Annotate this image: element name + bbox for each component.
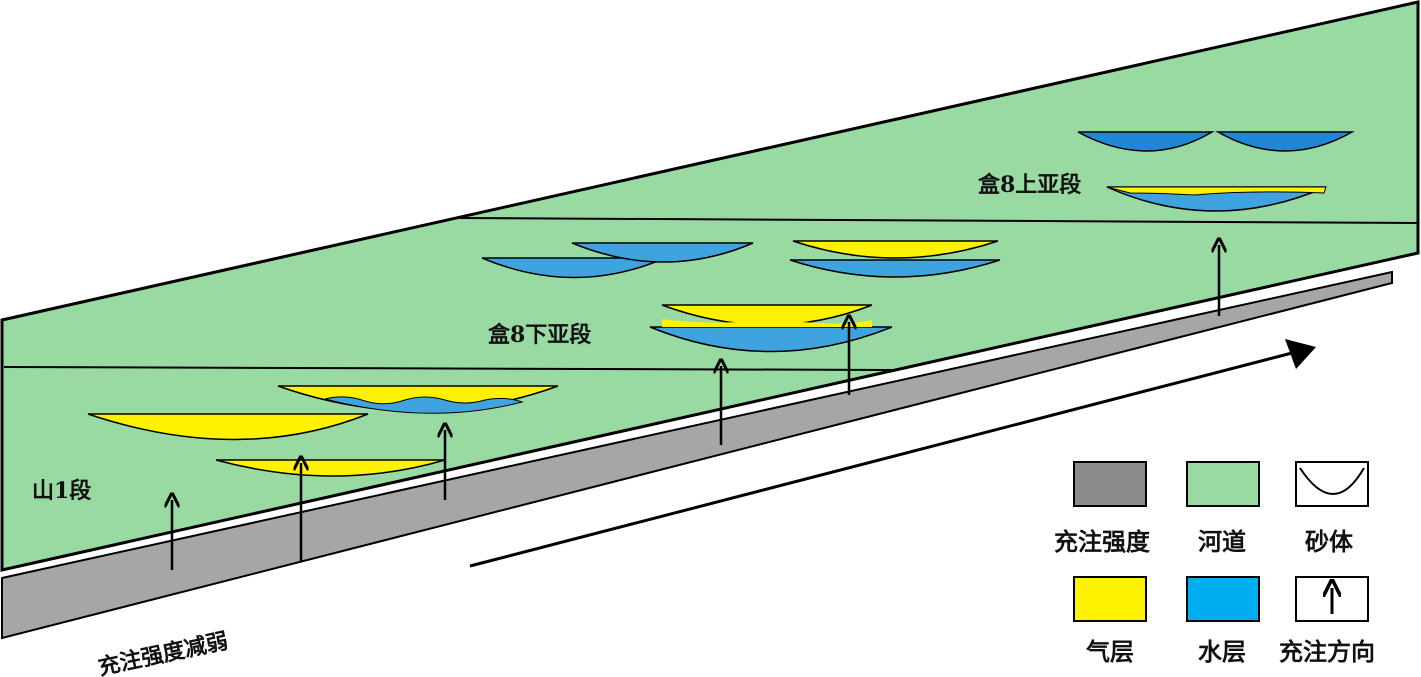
legend-swatch-channel [1186,461,1260,507]
sandbody-gas-top [662,319,872,327]
legend-label-intensity: 充注强度 [1054,527,1150,556]
sandbody-gas [792,240,999,259]
sandbody-water [789,259,1001,278]
sandbody-gas-top [1106,186,1327,196]
legend-label-direction: 充注方向 [1279,637,1375,666]
sandbody-water [649,326,893,353]
charging-intensity-base [0,270,1393,640]
intensity-direction-arrowhead [1285,339,1316,369]
sandbody-gas [87,413,369,441]
label-he8-upper: 盒8上亚段 [977,172,1081,198]
sandbody-icon [1299,467,1365,495]
he8-boundary-line [454,217,1419,224]
legend-label-water: 水层 [1198,637,1246,666]
channel-slab [0,0,1420,572]
sandbody-water [1077,131,1215,152]
sandbody-water [1215,131,1355,152]
label-charging-weakens: 充注强度减弱 [96,628,231,677]
legend-swatch-intensity [1073,461,1147,507]
intensity-direction-line [469,351,1293,568]
legend [1073,461,1369,622]
sandbody-water [571,242,754,263]
label-he8-lower: 盒8下亚段 [487,322,591,348]
sandbody-gas [215,459,446,477]
legend-label-gas: 气层 [1086,637,1134,666]
sandbody-water-bottom [324,396,524,414]
legend-swatch-sand [1295,461,1369,507]
legend-swatch-gas [1073,576,1147,622]
label-shan1: 山1段 [32,478,91,504]
legend-label-channel: 河道 [1198,527,1246,556]
charging-arrows [172,245,1219,570]
legend-swatch-water [1186,576,1260,622]
legend-label-sand: 砂体 [1305,527,1353,556]
shan1-boundary-line [3,366,893,371]
